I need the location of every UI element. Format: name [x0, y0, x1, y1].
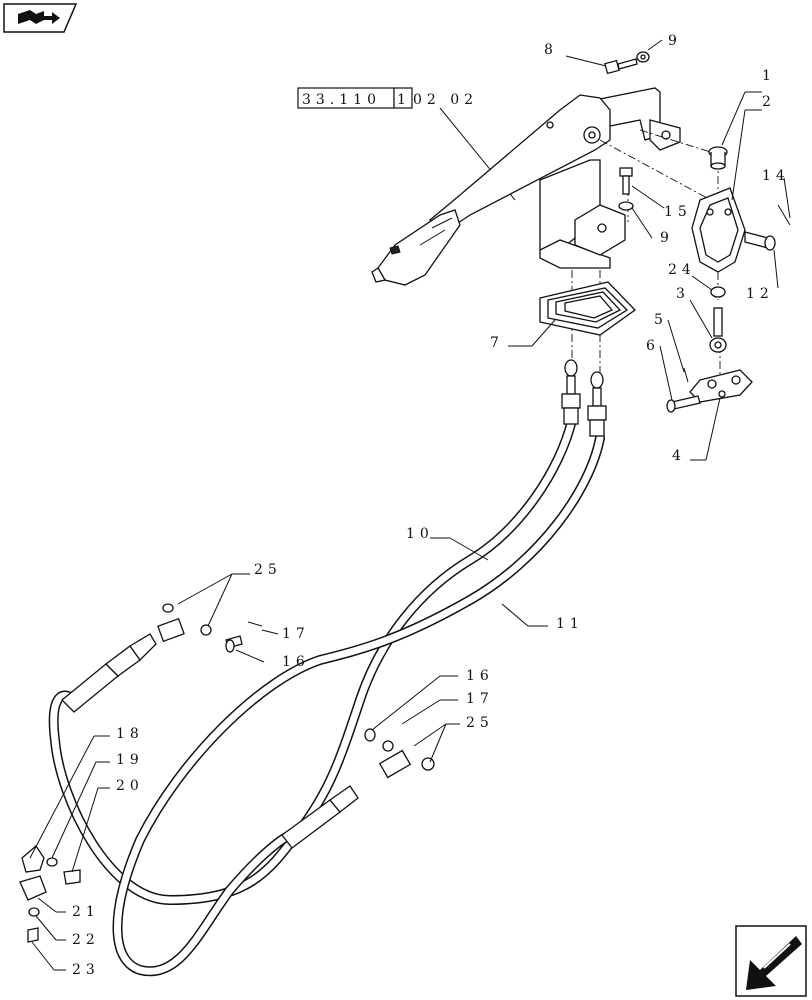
callout-21: 21 [72, 904, 100, 920]
callouts: 1 2 8 9 14 15 9 12 24 3 5 6 [29, 33, 791, 978]
pin-6 [666, 395, 701, 413]
eye-bolt-3 [709, 307, 727, 353]
plate-4 [689, 369, 753, 403]
callout-15: 15 [664, 204, 692, 220]
book-arrow-icon[interactable] [3, 3, 78, 33]
callout-4: 4 [672, 448, 686, 464]
nut-24 [710, 286, 726, 298]
callout-1: 1 [762, 68, 776, 84]
washer-9 [618, 201, 634, 211]
callout-17-mid: 17 [466, 691, 494, 707]
callout-9-top: 9 [668, 33, 682, 49]
cable-clamp [19, 845, 81, 943]
cable-end-left-top [561, 359, 581, 425]
callout-23: 23 [72, 962, 100, 978]
callout-24: 24 [668, 262, 696, 278]
callout-18: 18 [116, 726, 144, 742]
callout-11: 11 [556, 616, 584, 632]
reference-suffix: 02 02 [413, 92, 478, 108]
cable-11 [112, 433, 605, 977]
callout-17-top: 17 [282, 626, 310, 642]
section-reference[interactable]: 33.110 1 02 02 [297, 87, 516, 201]
cotter-pin-14 [777, 204, 791, 226]
callout-19: 19 [116, 752, 144, 768]
callout-25-top: 25 [254, 562, 282, 578]
cable-fitting-left [61, 603, 243, 713]
callout-9: 9 [660, 230, 674, 246]
cable-end-right-top [587, 371, 607, 437]
callout-20: 20 [116, 778, 144, 794]
cotter-pin-5 [683, 367, 689, 383]
reference-page: 1 [397, 92, 411, 108]
callout-2: 2 [762, 94, 776, 110]
reference-group: 33.110 [302, 92, 381, 108]
callout-22: 22 [72, 932, 100, 948]
callout-25-mid: 25 [466, 715, 494, 731]
callout-10: 10 [406, 526, 434, 542]
callout-8: 8 [544, 42, 558, 58]
washer-9-top [636, 51, 650, 63]
pin-12 [744, 231, 776, 251]
cotter-pin-17 [247, 621, 263, 627]
callout-6: 6 [646, 338, 660, 354]
parking-brake-lever [371, 87, 681, 286]
bolt-15 [619, 167, 633, 195]
cable-fitting-mid [281, 728, 435, 849]
rubber-boot-7 [539, 281, 636, 336]
clevis-bracket-2 [691, 187, 746, 273]
callout-14: 14 [762, 168, 790, 184]
bolt-8 [604, 58, 638, 75]
callout-16-mid: 16 [466, 668, 494, 684]
callout-5: 5 [654, 312, 668, 328]
callout-12: 12 [746, 286, 774, 302]
next-page-arrow-icon[interactable] [735, 925, 807, 997]
bushing-1 [708, 146, 728, 170]
callout-16-top: 16 [282, 654, 310, 670]
callout-3: 3 [676, 286, 690, 302]
callout-7: 7 [490, 335, 504, 351]
